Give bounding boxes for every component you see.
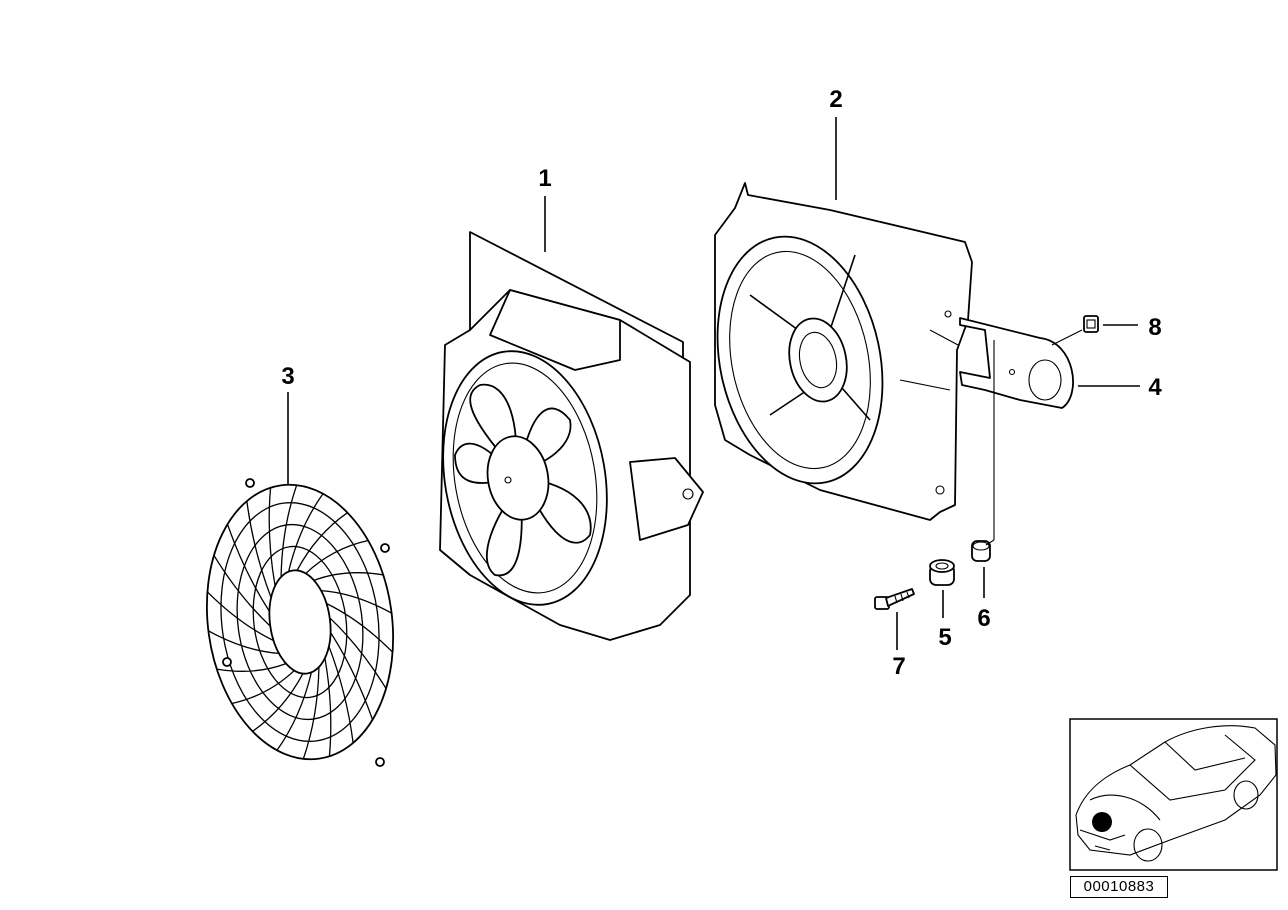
grille-spoke <box>321 589 392 614</box>
grille-spoke <box>213 555 271 627</box>
callout-3[interactable]: 3 <box>281 363 294 390</box>
assembly-line-6b <box>985 539 995 546</box>
bracket[interactable] <box>959 317 1074 409</box>
grille-spoke <box>246 501 272 598</box>
grille-spoke <box>329 617 387 689</box>
grille-spoke <box>287 493 324 572</box>
callout-6[interactable]: 6 <box>977 605 990 632</box>
grille-spoke <box>324 658 332 757</box>
grille-spoke <box>280 484 298 577</box>
electric-fan-assembly[interactable] <box>424 231 704 641</box>
callout-5[interactable]: 5 <box>938 624 951 651</box>
bushing[interactable] <box>971 540 991 562</box>
grille-spoke <box>231 670 295 705</box>
grille-spoke <box>329 632 374 720</box>
grille-spoke <box>302 667 320 760</box>
callout-7[interactable]: 7 <box>892 653 905 680</box>
grille-spoke <box>326 602 394 653</box>
fan-shroud[interactable] <box>696 182 973 521</box>
catalog-number-label: 00010883 <box>1070 876 1168 898</box>
vehicle-locator-thumbnail[interactable] <box>1069 718 1278 871</box>
grille-spoke <box>276 672 313 751</box>
grille-spoke <box>206 591 274 642</box>
fan-guard-grille[interactable] <box>190 473 411 772</box>
grille-spoke <box>252 673 304 732</box>
component-location-dot <box>1092 812 1112 832</box>
callout-8[interactable]: 8 <box>1148 314 1161 341</box>
grille-spoke <box>268 487 276 586</box>
assembly-line-8 <box>1051 329 1083 346</box>
grommet[interactable] <box>929 559 955 586</box>
callout-4[interactable]: 4 <box>1148 374 1162 401</box>
callout-2[interactable]: 2 <box>829 86 842 113</box>
grille-spoke <box>305 539 369 574</box>
grille-spoke <box>328 646 354 743</box>
grille-spoke <box>216 663 287 672</box>
callout-1[interactable]: 1 <box>538 165 551 192</box>
grille-spoke <box>313 572 384 581</box>
grille-spoke <box>296 512 348 571</box>
car-outline-icon <box>1075 725 1277 862</box>
grille-spoke <box>226 524 271 612</box>
screw[interactable] <box>874 588 915 610</box>
clip-nut[interactable] <box>1083 315 1099 333</box>
grille-spoke <box>208 630 279 655</box>
